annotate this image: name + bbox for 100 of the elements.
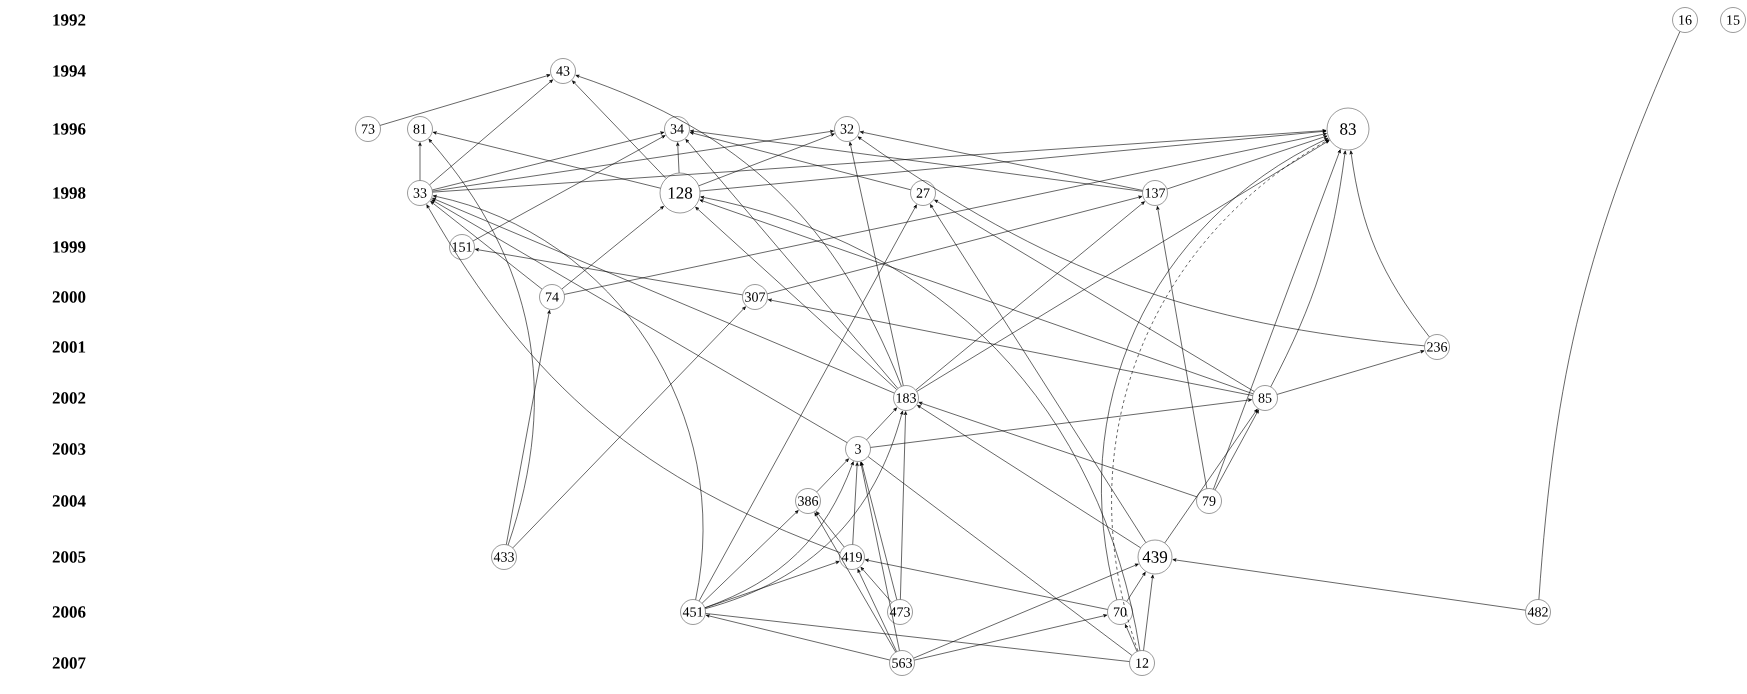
citation-arrow — [1126, 571, 1146, 602]
year-label: 1994 — [53, 65, 86, 77]
citation-arrow — [860, 566, 892, 603]
citation-node: 151 — [449, 234, 475, 260]
citation-arrow — [676, 142, 680, 174]
citation-node: 27 — [910, 180, 936, 206]
citation-arrow — [685, 139, 899, 389]
citation-arrow — [475, 248, 743, 296]
citation-arrow — [900, 411, 908, 600]
citation-arrow — [705, 614, 890, 661]
citation-arrow — [698, 204, 917, 602]
citation-arrow — [1166, 135, 1328, 190]
citation-arrow — [426, 204, 841, 553]
citation-arrow — [429, 79, 554, 186]
citation-arrow — [859, 130, 1143, 191]
citation-arrow — [428, 138, 535, 546]
citation-arrow — [512, 306, 746, 549]
year-label: 2002 — [52, 392, 86, 404]
year-label: 1998 — [53, 187, 86, 199]
citation-arrow — [913, 563, 1139, 659]
citation-arrow — [1276, 350, 1425, 395]
citation-node: 34 — [664, 116, 690, 142]
citation-arrow — [575, 74, 902, 387]
citation-node: 32 — [834, 116, 860, 142]
citation-arrow — [916, 140, 1330, 392]
citation-arrow — [915, 201, 1145, 391]
year-label: 1996 — [53, 123, 86, 135]
citation-arrow — [699, 129, 1327, 192]
citation-arrow — [1349, 150, 1430, 338]
year-label: 2000 — [52, 291, 86, 303]
year-label: 2005 — [52, 551, 86, 563]
citation-node: 73 — [355, 116, 381, 142]
citation-node: 85 — [1252, 385, 1278, 411]
year-label: 2006 — [52, 606, 86, 618]
citation-arrow — [1156, 206, 1208, 489]
citation-node: 33 — [407, 180, 433, 206]
citation-arrow — [934, 199, 1255, 392]
citation-arrow — [432, 129, 834, 192]
citation-node: 386 — [795, 488, 821, 514]
citation-node: 83 — [1326, 107, 1370, 151]
citation-arrow — [701, 510, 799, 604]
citation-arrow — [767, 195, 1143, 295]
citation-arrow — [866, 407, 898, 441]
citation-node: 482 — [1525, 599, 1551, 625]
citation-node: 563 — [889, 650, 915, 676]
citation-arrow — [914, 614, 1108, 661]
citation-arrow — [814, 512, 896, 653]
citation-arrow — [689, 131, 911, 191]
citation-node: 236 — [1424, 334, 1450, 360]
citation-node: 307 — [742, 284, 768, 310]
citation-arrow — [816, 511, 845, 548]
citation-arrow — [918, 401, 1198, 498]
year-label: 2004 — [52, 495, 86, 507]
citation-arrow — [690, 129, 1143, 192]
citation-node: 43 — [550, 58, 576, 84]
citation-arrow — [1164, 408, 1258, 544]
citation-node: 15 — [1720, 7, 1746, 33]
citation-node: 183 — [893, 385, 919, 411]
citation-arrow — [432, 197, 895, 394]
citation-arrow — [860, 461, 898, 600]
citation-arrow — [431, 199, 848, 443]
citation-node: 419 — [839, 544, 865, 570]
citation-arrow — [418, 142, 422, 181]
citation-node: 137 — [1142, 180, 1168, 206]
citation-arrow — [816, 458, 849, 493]
citation-arrow — [695, 206, 897, 390]
year-label: 2001 — [52, 341, 86, 353]
citation-arrow — [859, 461, 900, 651]
citation-arrow — [698, 133, 835, 187]
citation-arrow — [506, 310, 551, 545]
citation-node: 70 — [1107, 599, 1133, 625]
citation-arrow — [917, 404, 1141, 549]
citation-arrow — [432, 129, 1327, 193]
citation-arrow — [700, 195, 1141, 651]
citation-node: 3 — [845, 436, 871, 462]
citation-arrow — [1143, 574, 1155, 651]
citation-node: 79 — [1196, 488, 1222, 514]
citation-node: 128 — [659, 172, 701, 214]
citation-arrow — [699, 199, 1254, 395]
citation-arrow — [767, 298, 1253, 396]
citation-arrow — [1125, 624, 1138, 652]
citation-arrow — [430, 201, 543, 290]
citation-arrow — [1213, 149, 1341, 490]
citation-node: 439 — [1137, 539, 1173, 575]
citation-node: 12 — [1129, 650, 1155, 676]
citation-arrow — [704, 560, 840, 609]
citation-arrow — [704, 410, 904, 609]
year-label: 1992 — [53, 14, 86, 26]
citation-arrow — [849, 141, 904, 386]
citation-arrow — [572, 80, 667, 179]
citation-arrow — [1270, 150, 1347, 387]
citation-arrow — [1214, 409, 1259, 491]
citation-arrow — [1172, 558, 1526, 611]
citation-arrow — [870, 398, 1252, 448]
citation-arrow — [561, 205, 664, 290]
citation-arrow — [379, 74, 551, 126]
citation-arrow — [857, 136, 1425, 347]
citation-arrow — [704, 461, 854, 609]
citation-arrow — [864, 558, 1108, 610]
citation-node: 473 — [887, 599, 913, 625]
